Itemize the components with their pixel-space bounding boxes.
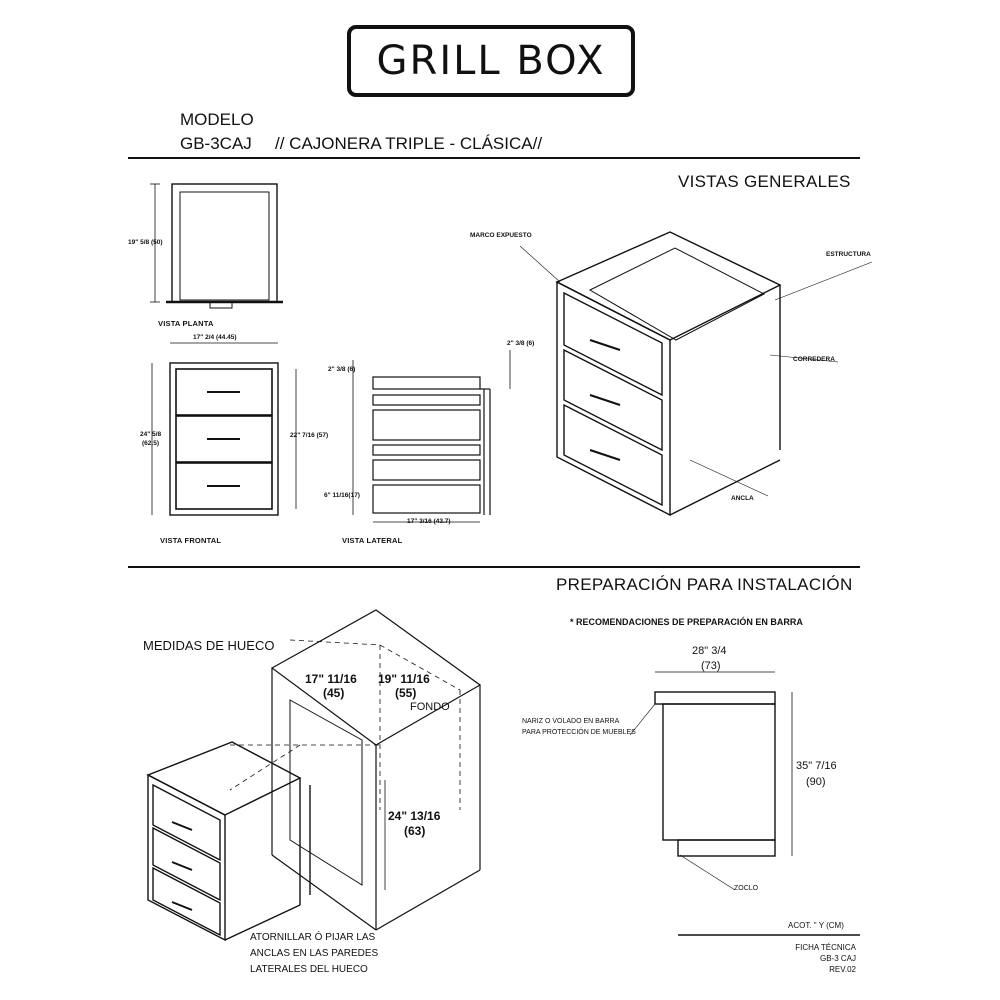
section-installation: PREPARACIÓN PARA INSTALACIÓN	[556, 575, 853, 594]
side-dim-depth: 17" 3/16 (43.7)	[407, 518, 451, 525]
hole-depth: 19" 11/16	[378, 672, 430, 686]
footer-code: GB-3 CAJ	[819, 954, 856, 963]
front-dim-inner: 22" 7/16 (57)	[290, 432, 329, 439]
side-view	[352, 350, 511, 523]
plan-label: VISTA PLANTA	[158, 319, 214, 328]
section-general-views: VISTAS GENERALES	[678, 172, 851, 191]
hole-note: ATORNILLAR Ó PIJAR LAS ANCLAS EN LAS PAR…	[250, 930, 378, 978]
model-description: // CAJONERA TRIPLE - CLÁSICA//	[275, 134, 543, 153]
side-label: VISTA LATERAL	[342, 536, 403, 545]
hole-box	[229, 609, 482, 931]
model-label: MODELO	[180, 110, 254, 129]
hole-height-cm: (63)	[404, 824, 426, 838]
hole-depth-cm: (55)	[395, 686, 417, 700]
header-rule	[128, 157, 860, 159]
bar-width: 28" 3/4	[692, 645, 727, 657]
side-dim-offset: 2" 3/8 (6)	[507, 340, 535, 347]
small-cabinet	[146, 741, 311, 942]
recommendation-note: * RECOMENDACIONES DE PREPARACIÓN EN BARR…	[570, 617, 803, 627]
front-dim-height-cm: (62.5)	[142, 440, 159, 447]
hole-height: 24" 13/16	[388, 809, 441, 823]
front-label: VISTA FRONTAL	[160, 536, 222, 545]
front-dim-width: 17" 2/4 (44.45)	[193, 334, 237, 341]
bar-nose-2: PARA PROTECCIÓN DE MUEBLES	[522, 729, 636, 736]
footer-units: ACOT. " Y (CM)	[788, 921, 844, 930]
section-rule	[128, 566, 860, 568]
label-estructura: ESTRUCTURA	[826, 251, 871, 258]
label-corredera: CORREDERA	[793, 356, 835, 363]
model-code: GB-3CAJ	[180, 134, 252, 153]
hole-note-line: ANCLAS EN LAS PAREDES	[250, 948, 379, 959]
bar-height: 35" 7/16	[796, 760, 837, 772]
label-ancla: ANCLA	[731, 495, 754, 502]
iso-view	[519, 231, 873, 517]
bar-height-cm: (90)	[806, 776, 826, 788]
brand-logo: GRILL BOX	[347, 25, 635, 97]
bar-profile	[629, 671, 793, 891]
bar-width-cm: (73)	[701, 660, 721, 672]
front-dim-height: 24" 5/8	[140, 431, 162, 438]
side-dim-bottom: 6" 11/16(17)	[324, 492, 360, 499]
bar-zoclo: ZOCLO	[734, 885, 759, 892]
bar-nose-1: NARIZ O VOLADO EN BARRA	[522, 718, 620, 725]
hole-width-cm: (45)	[323, 686, 345, 700]
footer-sheet: FICHA TÉCNICA	[795, 943, 856, 952]
plan-view	[150, 183, 283, 309]
side-dim-top: 2" 3/8 (6)	[328, 366, 356, 373]
hole-note-line: LATERALES DEL HUECO	[250, 964, 368, 975]
plan-dim-depth: 19" 5/8 (50)	[128, 239, 163, 246]
hole-note-line: ATORNILLAR Ó PIJAR LAS	[250, 932, 376, 943]
hole-fondo: FONDO	[410, 701, 450, 713]
hole-width: 17" 11/16	[305, 672, 357, 686]
front-view	[151, 342, 297, 516]
footer-rev: REV.02	[829, 965, 856, 974]
label-marco: MARCO EXPUESTO	[470, 232, 532, 239]
section-hole-measures: MEDIDAS DE HUECO	[143, 638, 275, 653]
